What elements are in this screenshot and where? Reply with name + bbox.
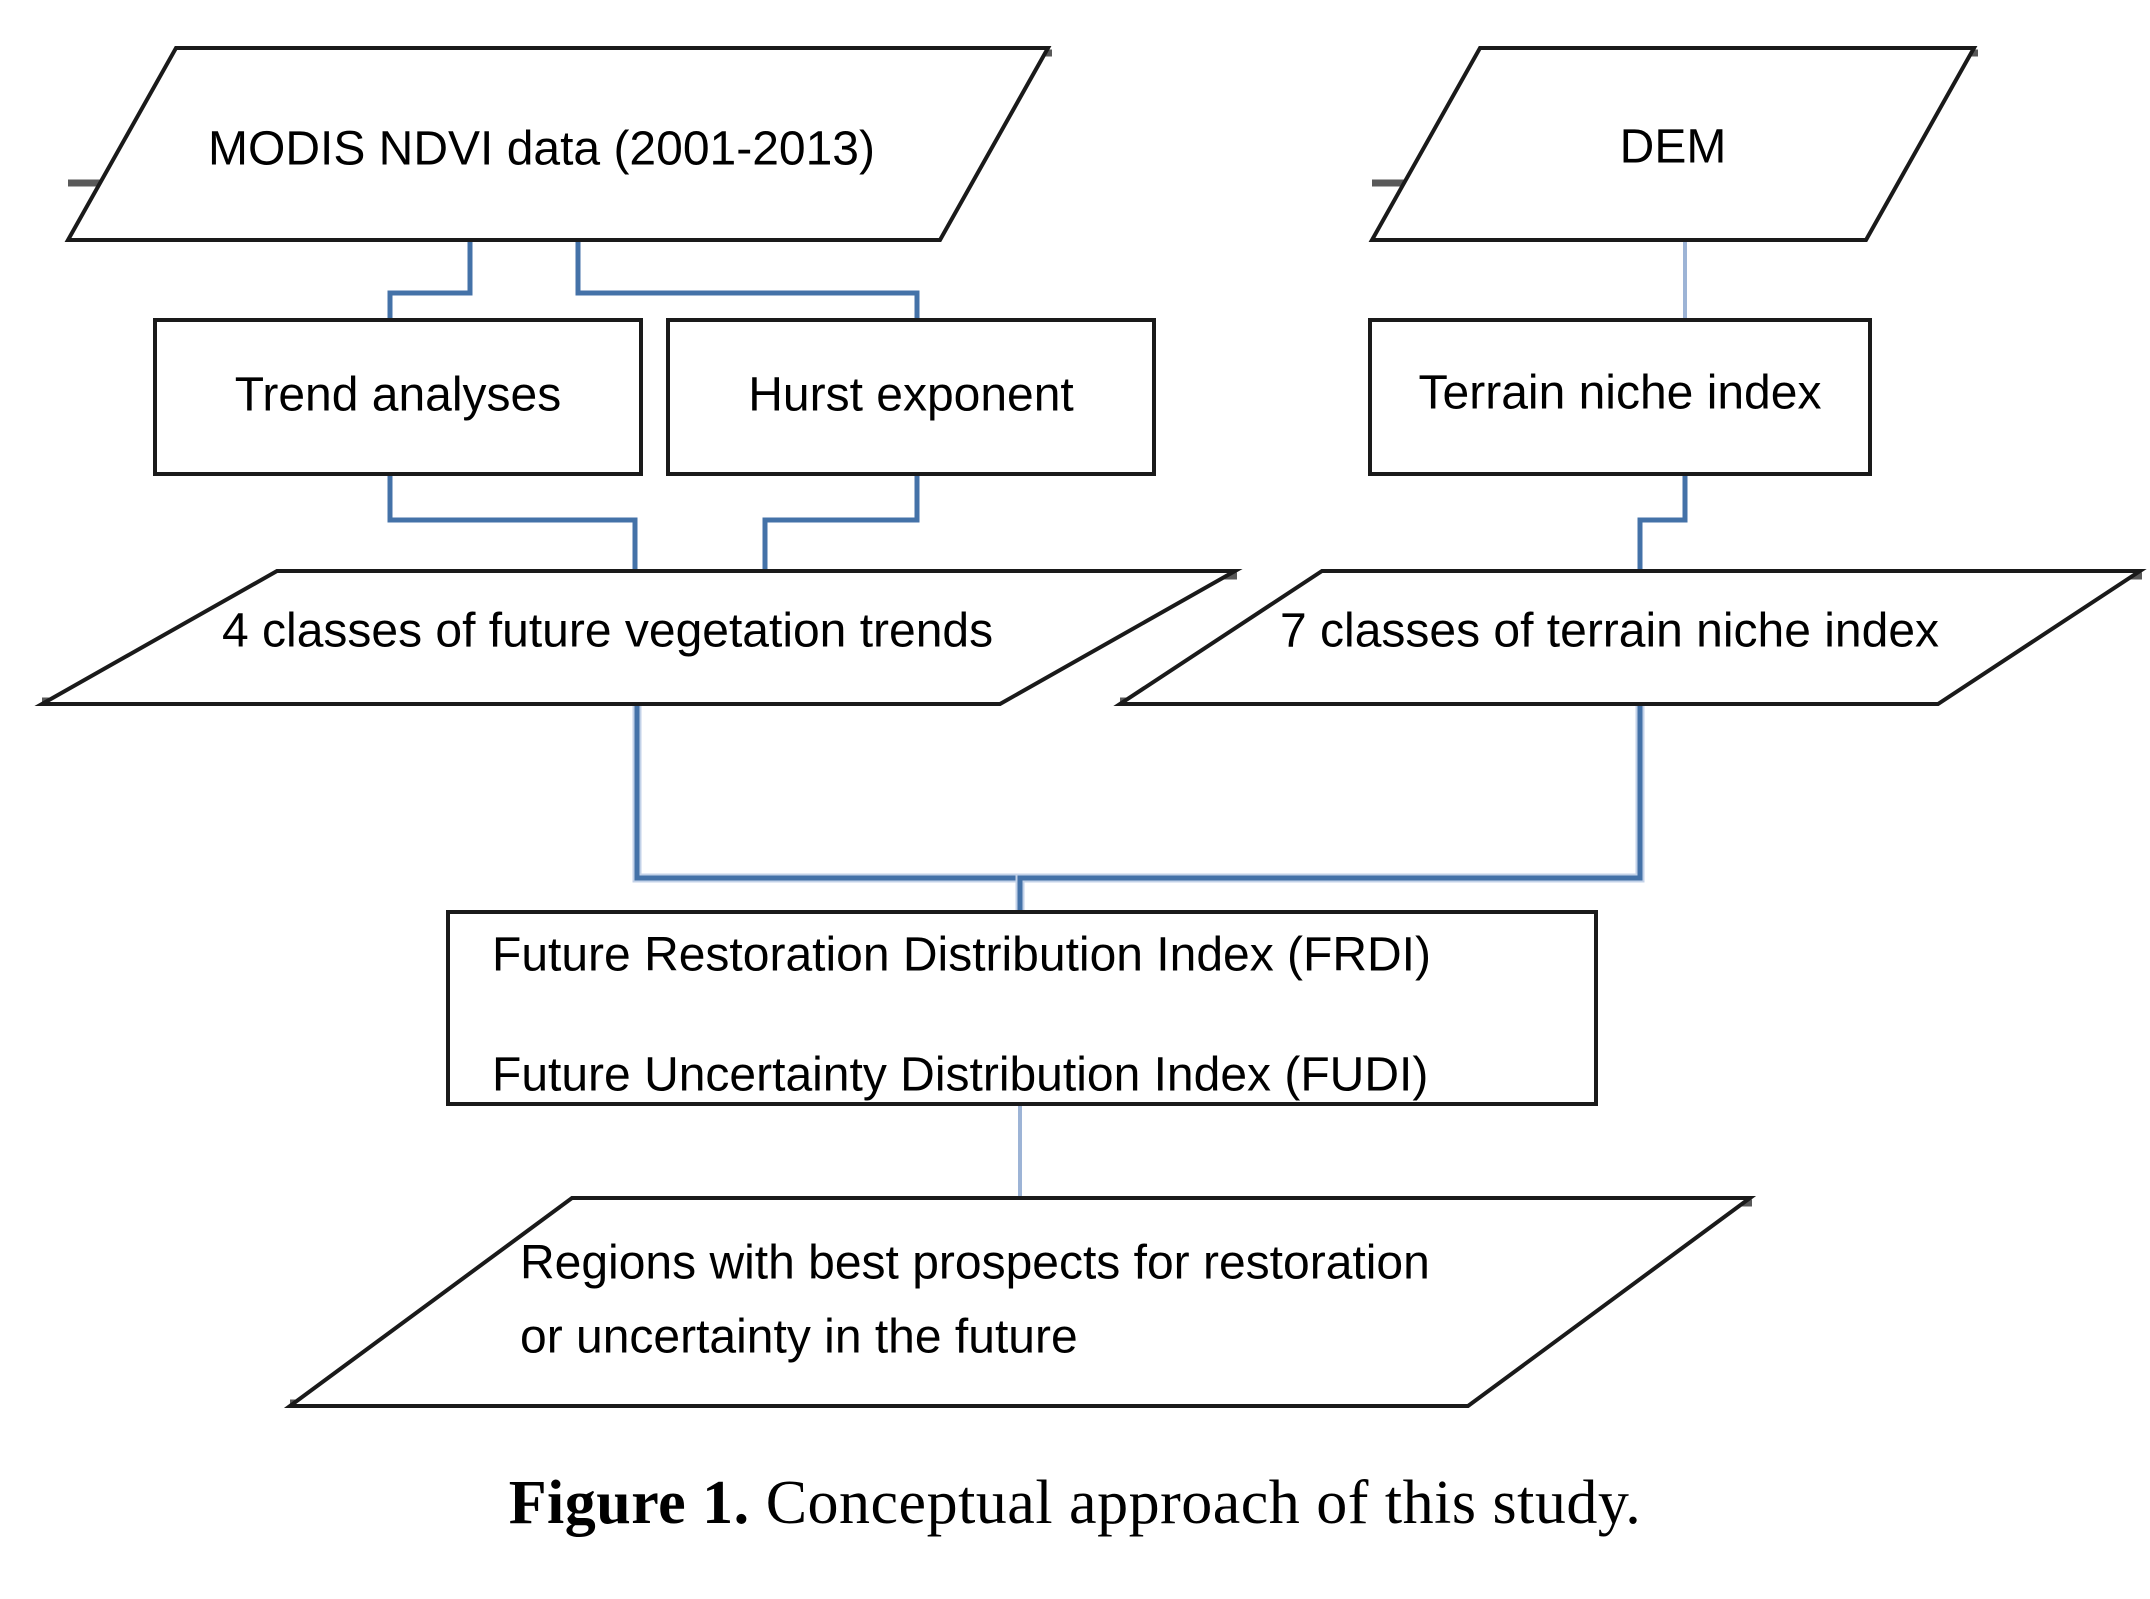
dem-parallelogram xyxy=(1368,46,1978,242)
connector-layer xyxy=(387,232,1688,1198)
regions-label-line2: or uncertainty in the future xyxy=(520,1311,1078,1364)
node-dem[interactable]: DEM xyxy=(1368,46,1978,242)
modis-parallelogram xyxy=(64,46,1052,242)
node-trend-analyses[interactable]: Trend analyses xyxy=(153,318,643,476)
node-future-indices[interactable]: Future Restoration Distribution Index (F… xyxy=(446,910,1598,1106)
figure-caption-label: Figure 1. xyxy=(508,1469,750,1537)
edge-hurst-to-vegclasses xyxy=(762,472,920,570)
dem-label: DEM xyxy=(1620,121,1727,174)
regions-parallelogram xyxy=(283,1196,1757,1408)
indices-label-frdi: Future Restoration Distribution Index (F… xyxy=(492,929,1431,982)
hurst-box xyxy=(666,318,1156,476)
edge-tniclasses-to-indices xyxy=(1017,700,1643,912)
node-modis-ndvi[interactable]: MODIS NDVI data (2001-2013) xyxy=(64,46,1052,242)
vegclasses-parallelogram xyxy=(34,569,1243,706)
indices-box xyxy=(446,910,1598,1106)
node-terrain-niche-index[interactable]: Terrain niche index xyxy=(1368,318,1872,476)
trend-box xyxy=(153,318,643,476)
vegclasses-label: 4 classes of future vegetation trends xyxy=(222,605,993,658)
terrain-label: Terrain niche index xyxy=(1419,367,1822,420)
tniclasses-label: 7 classes of terrain niche index xyxy=(1280,605,1939,658)
node-veg-classes[interactable]: 4 classes of future vegetation trends xyxy=(34,569,1243,706)
hurst-label: Hurst exponent xyxy=(748,369,1074,422)
figure-caption-text: Conceptual approach of this study. xyxy=(749,1469,1642,1537)
edge-trend-to-vegclasses xyxy=(387,472,638,570)
trend-label: Trend analyses xyxy=(235,369,561,422)
indices-label-fudi: Future Uncertainty Distribution Index (F… xyxy=(492,1049,1428,1102)
terrain-box xyxy=(1368,318,1872,476)
figure-caption: Figure 1. Conceptual approach of this st… xyxy=(0,1468,2150,1539)
edge-terrain-to-tniclasses xyxy=(1637,472,1688,572)
regions-label-line1: Regions with best prospects for restorat… xyxy=(520,1237,1430,1290)
modis-label: MODIS NDVI data (2001-2013) xyxy=(208,123,875,176)
node-tni-classes[interactable]: 7 classes of terrain niche index xyxy=(1113,569,2147,706)
edge-vegclasses-to-indices xyxy=(634,700,1023,912)
node-hurst-exponent[interactable]: Hurst exponent xyxy=(666,318,1156,476)
tniclasses-parallelogram xyxy=(1113,569,2147,706)
edge-modis-to-hurst xyxy=(575,242,920,323)
node-regions-output[interactable]: Regions with best prospects for restorat… xyxy=(283,1196,1757,1408)
edge-modis-to-trend xyxy=(387,242,473,323)
